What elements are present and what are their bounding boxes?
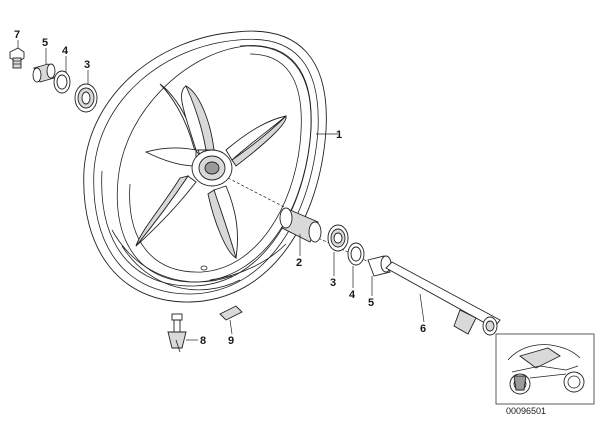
bearing-left-part [74,83,98,113]
callout-bolt: 7 [14,29,20,41]
callout-seal-right: 4 [349,289,356,301]
callout-rim: 1 [336,129,342,141]
callout-weight: 9 [228,335,234,347]
leader-lines [17,40,425,341]
callout-seal-left: 4 [62,45,69,57]
bearing-right-part [327,224,349,252]
wheel-hub [191,149,233,271]
document-number: 00096501 [506,406,546,416]
seal-right-part [347,242,365,266]
callout-bearing-left: 3 [84,59,90,71]
callout-sleeve-left: 5 [42,37,48,49]
wheel-spokes [135,83,287,259]
spacer-sleeve-part [279,207,322,243]
bolt-part [9,47,25,69]
motorcycle-thumbnail: 00096501 [495,333,595,416]
valve-part [167,313,187,353]
seal-left-part [53,70,71,94]
sleeve-left-part [32,63,56,83]
callout-valve: 8 [200,335,206,347]
callout-axle: 6 [420,323,426,335]
callout-bearing-right: 3 [330,277,336,289]
callout-sleeve-right: 5 [368,297,374,309]
balance-weight-part [219,305,243,321]
callout-spacer-sleeve: 2 [296,257,302,269]
axle-part [385,261,501,336]
